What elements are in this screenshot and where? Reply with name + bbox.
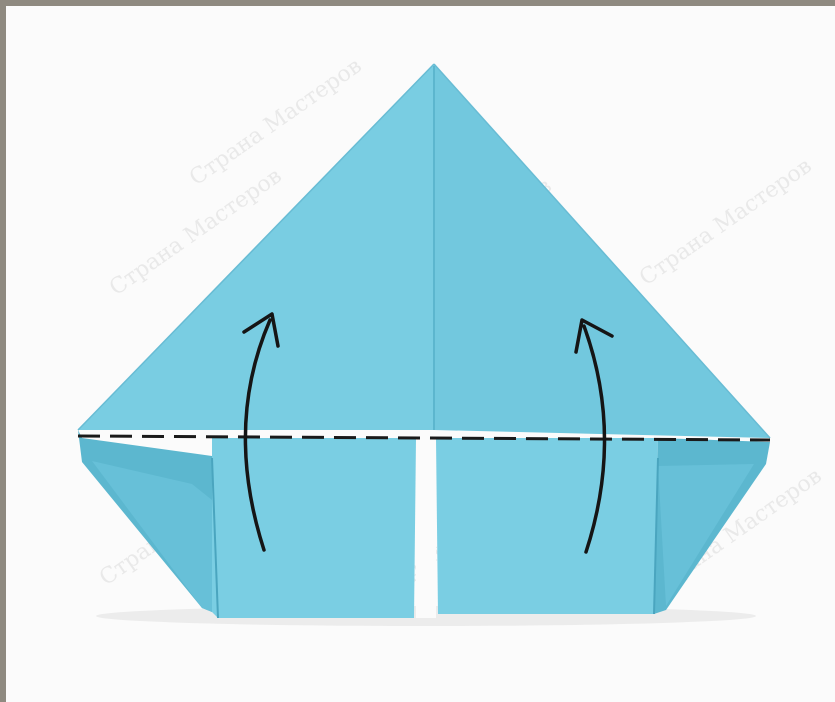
right-flap-inner: [436, 438, 658, 614]
watermark-text-4: Страна Мастеров: [635, 154, 816, 291]
center-gap: [416, 438, 436, 618]
left-flap-inner: [212, 438, 416, 618]
origami-photo: Страна Мастеров Страна Мастеров Страна М…: [6, 6, 835, 702]
